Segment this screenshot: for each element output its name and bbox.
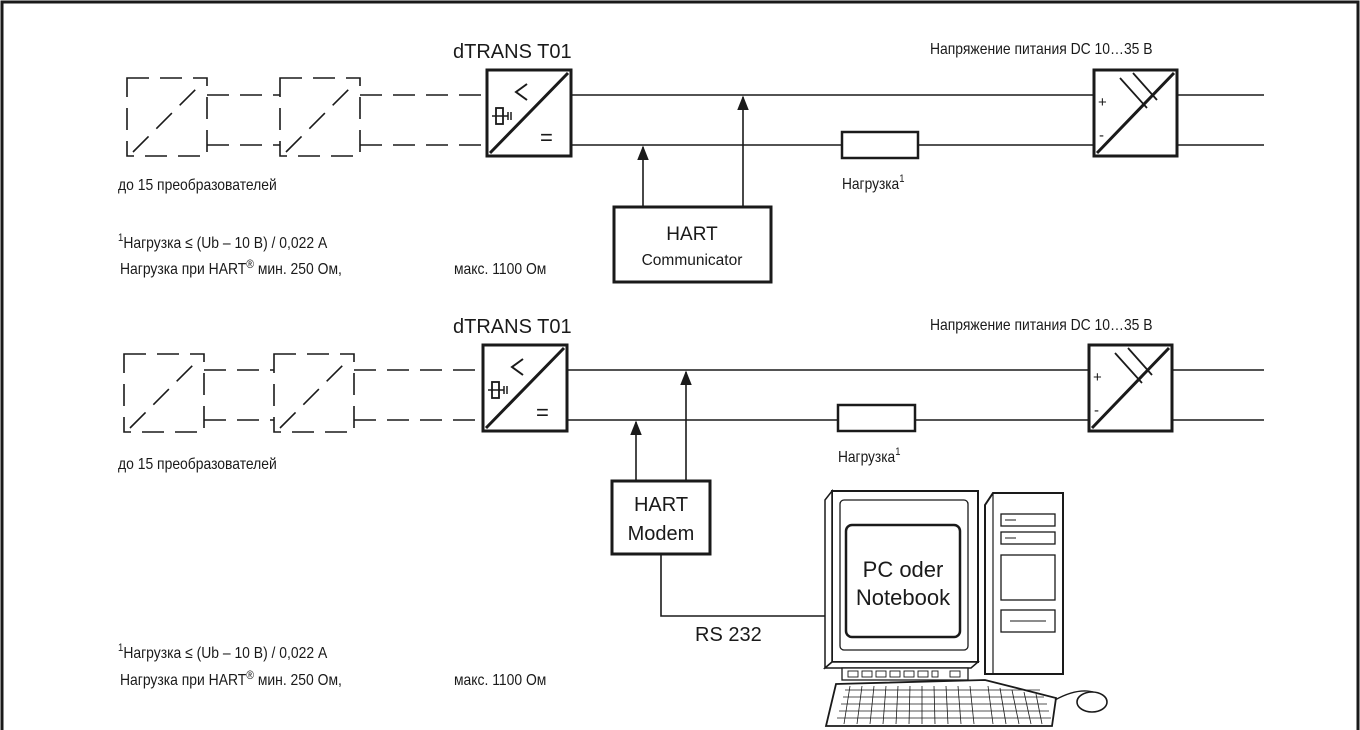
load-label: Нагрузка [838, 448, 896, 466]
equals-symbol: = [540, 125, 553, 150]
bottom-diagram: = Нагрузка1 + - HART Modem RS 232 [118, 316, 1264, 727]
footnote-load-formula: Нагрузка ≤ (Ub – 10 В) / 0,022 А [123, 644, 327, 662]
modem-line2: Modem [628, 523, 695, 545]
footnote-hart-load: Нагрузка при HART [120, 671, 246, 689]
modem-line1: HART [634, 494, 688, 516]
transmitter-chain-dashed [123, 353, 483, 433]
registered-mark: ® [246, 258, 254, 271]
supply-voltage-label: Напряжение питания DC 10…35 В [930, 316, 1153, 334]
hart-communicator [612, 205, 773, 284]
footnote-marker: 1 [118, 642, 124, 654]
chain-label: до 15 преобразователей [118, 176, 277, 194]
equals-symbol: = [536, 400, 549, 425]
load-resistor [840, 130, 920, 160]
footnote-hart-max: макс. 1100 Ом [454, 671, 546, 689]
registered-mark: ® [246, 669, 254, 682]
svg-text:Нагрузка1: Нагрузка1 [838, 446, 901, 466]
load-superscript: 1 [899, 173, 905, 185]
svg-text:Нагрузка при HART® мин. 250 Ом: Нагрузка при HART® мин. 250 Ом, [120, 669, 342, 689]
transmitter-chain-dashed [126, 77, 487, 157]
communicator-line1: HART [666, 224, 718, 245]
computer-illustration [822, 488, 1108, 727]
pc-line1: PC oder [863, 557, 944, 582]
chain-label: до 15 преобразователей [118, 455, 277, 473]
footnote-hart-min: мин. 250 Ом, [254, 260, 342, 278]
communicator-line2: Communicator [642, 252, 743, 269]
footnote-hart-load: Нагрузка при HART [120, 260, 246, 278]
pc-line2: Notebook [856, 585, 951, 610]
load-superscript: 1 [895, 446, 901, 458]
load-resistor [836, 403, 917, 433]
footnote-hart-max: макс. 1100 Ом [454, 260, 546, 278]
plus-symbol: + [1098, 94, 1107, 111]
device-title: dTRANS T01 [453, 41, 572, 63]
top-diagram: = Нагрузка1 + - HART Communicator dTRANS… [118, 40, 1264, 284]
svg-text:Нагрузка при HART® мин. 250 Ом: Нагрузка при HART® мин. 250 Ом, [120, 258, 342, 278]
power-supply [1092, 68, 1179, 158]
supply-voltage-label: Напряжение питания DC 10…35 В [930, 40, 1153, 58]
svg-text:Нагрузка1: Нагрузка1 [842, 173, 905, 193]
load-label: Нагрузка [842, 175, 900, 193]
transmitter-dtrans [485, 68, 573, 158]
footnote-marker: 1 [118, 232, 124, 244]
footnote-load-formula: Нагрузка ≤ (Ub – 10 В) / 0,022 А [123, 234, 327, 252]
interface-label: RS 232 [695, 624, 762, 646]
minus-symbol: - [1099, 127, 1104, 144]
power-supply [1087, 343, 1174, 433]
transmitter-dtrans [481, 343, 569, 433]
plus-symbol: + [1093, 369, 1102, 386]
footnote-hart-min: мин. 250 Ом, [254, 671, 342, 689]
device-title: dTRANS T01 [453, 316, 572, 338]
svg-text:1Нагрузка ≤ (Ub – 10 В) / 0,02: 1Нагрузка ≤ (Ub – 10 В) / 0,022 А [118, 642, 327, 662]
minus-symbol: - [1094, 402, 1099, 419]
svg-text:1Нагрузка ≤ (Ub – 10 В) / 0,02: 1Нагрузка ≤ (Ub – 10 В) / 0,022 А [118, 232, 327, 252]
rs232-cable [660, 554, 828, 617]
